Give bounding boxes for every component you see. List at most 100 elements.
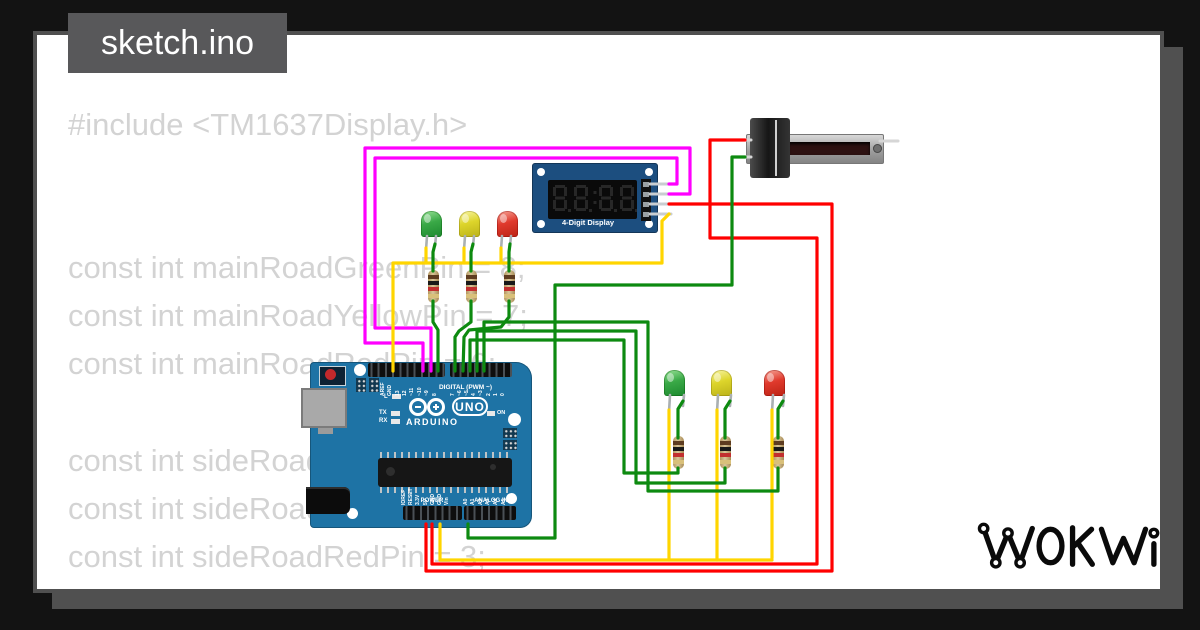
led-side-red[interactable] (763, 370, 785, 396)
pot-knob-handle[interactable] (750, 118, 790, 178)
pot-screw (873, 144, 882, 153)
wire-side-red-res-top[interactable] (776, 399, 785, 440)
icsp2-pins (503, 440, 517, 450)
band (719, 453, 731, 457)
pin-label-1: 1 (492, 393, 499, 396)
mounting-hole (508, 413, 521, 426)
wire-side-gnd-bus[interactable] (438, 522, 774, 562)
pin-label-3: ~3 (478, 390, 485, 396)
wire-side-red-pin3[interactable] (482, 320, 780, 493)
resistor-main-green[interactable] (427, 270, 439, 303)
pot-track (788, 142, 870, 155)
power-header (403, 506, 462, 520)
wire-display-vcc-5v[interactable] (424, 202, 834, 573)
wire-main-red-res-top[interactable] (507, 242, 512, 273)
led-main-yellow[interactable] (458, 211, 480, 237)
wire-pot-vcc-5v[interactable] (430, 138, 819, 566)
wire-main-yellow-res-top[interactable] (469, 242, 475, 273)
code-line: const int mainRoadYellowPin = 7; (68, 298, 528, 333)
pin-gnd (643, 212, 649, 217)
wire-side-green-res-top[interactable] (676, 399, 685, 440)
hole (645, 220, 653, 228)
atmega-ic (378, 458, 512, 487)
power-caption: POWER (420, 498, 444, 504)
usb-connector (301, 388, 347, 428)
icsp2-pins (503, 428, 517, 438)
band (465, 294, 477, 298)
band (672, 441, 684, 445)
resistor-main-yellow[interactable] (465, 270, 477, 303)
hole (537, 168, 545, 176)
reset-button-cap[interactable] (325, 369, 336, 380)
analog-caption: ANALOG IN (474, 498, 508, 504)
wire-display-gnd-bus[interactable] (391, 212, 671, 373)
tm1637-display-module[interactable]: 4-Digit Display (532, 163, 658, 233)
pin-label-Vin: Vin (444, 497, 451, 505)
canvas-card (33, 31, 1164, 593)
arduino-brand-label: ARDUINO (406, 417, 459, 427)
resistor-main-red[interactable] (503, 270, 515, 303)
band (772, 441, 784, 445)
digital-header-right (450, 363, 512, 377)
code-line: const int sideRoadRedPin = 3; (68, 539, 486, 574)
led-side-yellow[interactable] (710, 370, 732, 396)
pin-label-RESET: RESET (408, 488, 415, 505)
band (672, 447, 684, 451)
pot-knob-line (775, 120, 777, 176)
power-jack (306, 487, 350, 514)
band (503, 287, 515, 291)
code-line: const int mainRoadGreenPin = 8; (68, 250, 526, 285)
led-main-green[interactable] (420, 211, 442, 237)
pin-label-AREF: AREF (380, 382, 386, 396)
band (465, 287, 477, 291)
pin-label-12: 12 (402, 390, 409, 396)
pin-dio (643, 192, 649, 197)
band (672, 460, 684, 464)
wire-side-yellow-res-top[interactable] (723, 399, 732, 440)
wire-side-green-pin5[interactable] (468, 338, 680, 475)
pin-label-9: ~9 (424, 390, 431, 396)
wire-dio-to-pin9[interactable] (363, 146, 692, 373)
band (503, 281, 515, 285)
ic-dot (490, 464, 496, 470)
band (772, 447, 784, 451)
hole (537, 220, 545, 228)
pin-label-5V: 5V (422, 498, 429, 505)
pin-label-A1: A1 (470, 498, 477, 505)
wire-clk-to-pin10[interactable] (373, 156, 679, 373)
led-l-indicator (392, 394, 401, 399)
resistor-side-red[interactable] (772, 436, 784, 469)
wire-main-yellow-pin7[interactable] (453, 299, 473, 373)
band (427, 281, 439, 285)
icsp-pins (369, 378, 379, 392)
resistor-side-green[interactable] (672, 436, 684, 469)
pin-label-11: ~11 (409, 387, 416, 396)
ic-legs (380, 452, 510, 458)
on-indicator (487, 411, 495, 416)
led-main-red[interactable] (496, 211, 518, 237)
resistor-side-yellow[interactable] (719, 436, 731, 469)
arduino-uno-board[interactable]: DIGITAL (PWM ~) L TX RX UNO ON ARDUINO P… (301, 362, 532, 528)
icsp-pins (356, 378, 366, 392)
led-side-green[interactable] (663, 370, 685, 396)
tx-label: TX (379, 410, 387, 416)
sketch-title-tab: sketch.ino (68, 13, 287, 73)
band (772, 453, 784, 457)
wire-side-yellow-pin4[interactable] (475, 329, 727, 485)
rx-indicator (391, 419, 400, 424)
pin-label-A2: A2 (477, 498, 484, 505)
tx-indicator (391, 411, 400, 416)
pin-vcc (643, 202, 649, 207)
wire-pot-wiper-a0[interactable] (466, 155, 747, 540)
code-line: #include <TM1637Display.h> (68, 107, 468, 142)
pin-label-A4: A4 (492, 498, 499, 505)
digital-caption: DIGITAL (PWM ~) (438, 384, 492, 391)
slide-potentiometer[interactable] (744, 118, 900, 180)
wire-main-green-pin8[interactable] (431, 299, 440, 373)
pin-label-13: 13 (394, 390, 401, 396)
pin-label-6: ~6 (456, 390, 463, 396)
band (719, 460, 731, 464)
pin-label-A3: A3 (485, 498, 492, 505)
wire-main-green-res-top[interactable] (431, 242, 437, 273)
